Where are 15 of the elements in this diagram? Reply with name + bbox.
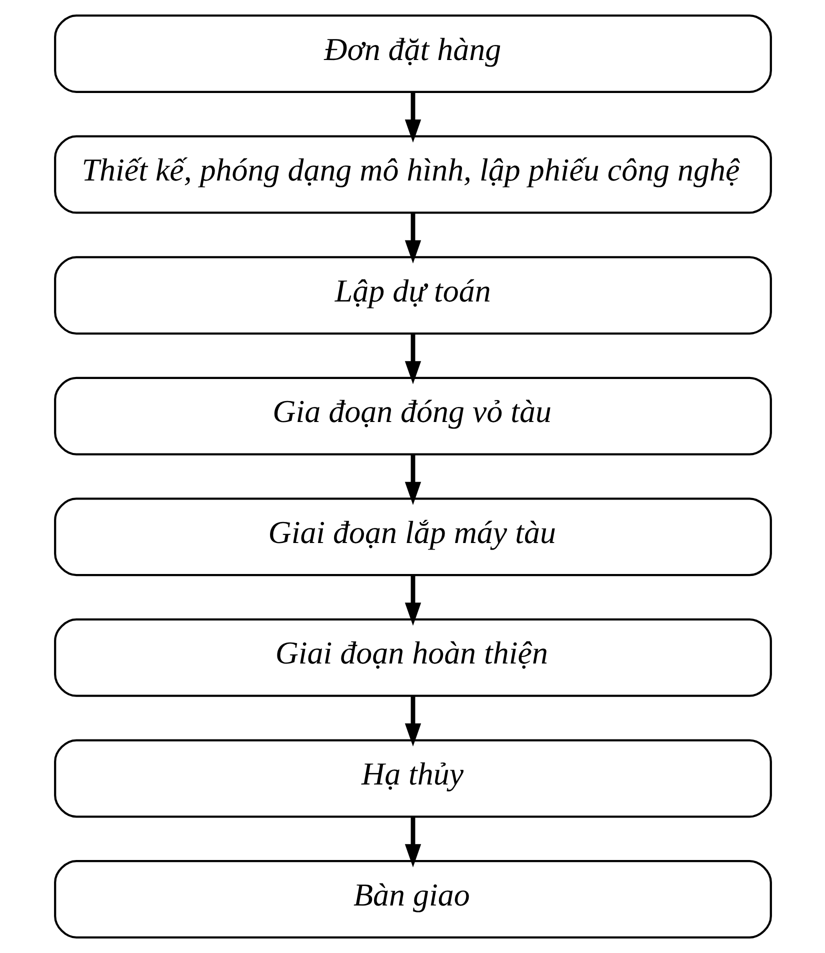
node-box: Hạ thủy xyxy=(54,739,772,818)
node-box: Giai đoạn hoàn thiện xyxy=(54,618,772,697)
arrow xyxy=(404,454,421,505)
node-box: Lập dự toán xyxy=(54,256,772,335)
arrow xyxy=(404,696,421,747)
arrow xyxy=(404,334,421,384)
node-box: Đơn đặt hàng xyxy=(54,14,772,94)
arrow xyxy=(404,92,421,143)
arrow xyxy=(404,816,421,868)
node-box: Bàn giao xyxy=(54,860,772,938)
arrow xyxy=(404,212,421,264)
node-box: Giai đoạn lắp máy tàu xyxy=(54,498,772,576)
arrow xyxy=(404,575,421,626)
node-box: Gia đoạn đóng vỏ tàu xyxy=(54,376,772,456)
node-box: Thiết kế, phóng dạng mô hình, lập phiếu công nghệ xyxy=(54,135,772,214)
